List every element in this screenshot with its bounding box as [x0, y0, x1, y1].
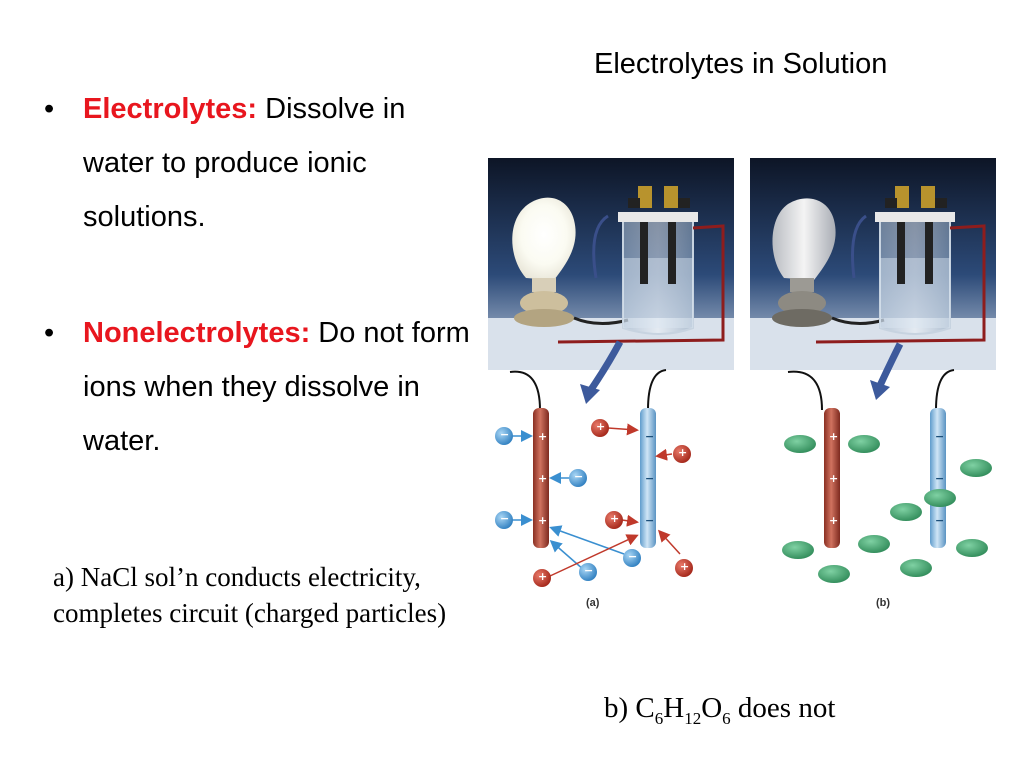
glucose-molecule	[784, 435, 816, 453]
anion-sign: −	[500, 512, 508, 526]
anion-sign: −	[500, 428, 508, 442]
glucose-molecule	[782, 541, 814, 559]
bullet-marker: •	[44, 306, 54, 360]
electrode-minus-sign: −	[935, 430, 943, 444]
term-nonelectrolytes: Nonelectrolytes:	[83, 317, 310, 349]
anion-sign: −	[574, 470, 582, 484]
electrode-minus-sign: −	[645, 430, 653, 444]
cation-sign: +	[596, 420, 604, 434]
cation-sign: +	[680, 560, 688, 574]
panel-label-b: (b)	[876, 597, 890, 609]
glucose-molecule	[848, 435, 880, 453]
panel-label-a: (a)	[586, 597, 599, 609]
anion-sign: −	[628, 550, 636, 564]
caption-b-suffix: does not	[731, 692, 836, 724]
anion-sign: −	[584, 564, 592, 578]
glucose-molecule	[924, 489, 956, 507]
caption-b-prefix: b) C	[604, 692, 655, 724]
electrode-minus-sign: −	[645, 514, 653, 528]
electrode-plus-sign: +	[538, 514, 546, 528]
conductivity-figure: + + + − − − + + + − − − − − − − − + + + + + (a) (b)	[488, 158, 996, 618]
caption-b-sub: 6	[722, 709, 731, 728]
glucose-molecule	[956, 539, 988, 557]
slide-title: Electrolytes in Solution	[594, 48, 887, 81]
electrode-plus-sign: +	[538, 430, 546, 444]
photo-lit-bulb	[488, 158, 734, 370]
caption-b-text: H	[663, 692, 684, 724]
bullet-marker: •	[44, 82, 54, 136]
electrode-minus-sign: −	[935, 472, 943, 486]
caption-b-text: O	[701, 692, 722, 724]
caption-b-sub: 6	[655, 709, 664, 728]
glucose-molecule	[890, 503, 922, 521]
glucose-molecule	[960, 459, 992, 477]
caption-a: a) NaCl sol’n conducts electricity, comp…	[53, 559, 473, 631]
glucose-molecule	[900, 559, 932, 577]
cation-sign: +	[610, 512, 618, 526]
electrode-plus-sign: +	[538, 472, 546, 486]
photo-unlit-bulb	[750, 158, 996, 370]
electrode-plus-sign: +	[829, 514, 837, 528]
caption-b: b) C6H12O6 does not	[604, 692, 835, 729]
electrode-minus-sign: −	[935, 514, 943, 528]
electrode-minus-sign: −	[645, 472, 653, 486]
term-electrolytes: Electrolytes:	[83, 93, 257, 125]
glucose-molecule	[818, 565, 850, 583]
cation-sign: +	[538, 570, 546, 584]
glucose-molecule	[858, 535, 890, 553]
electrode-plus-sign: +	[829, 472, 837, 486]
cation-sign: +	[678, 446, 686, 460]
caption-b-sub: 12	[684, 709, 701, 728]
electrode-plus-sign: +	[829, 430, 837, 444]
